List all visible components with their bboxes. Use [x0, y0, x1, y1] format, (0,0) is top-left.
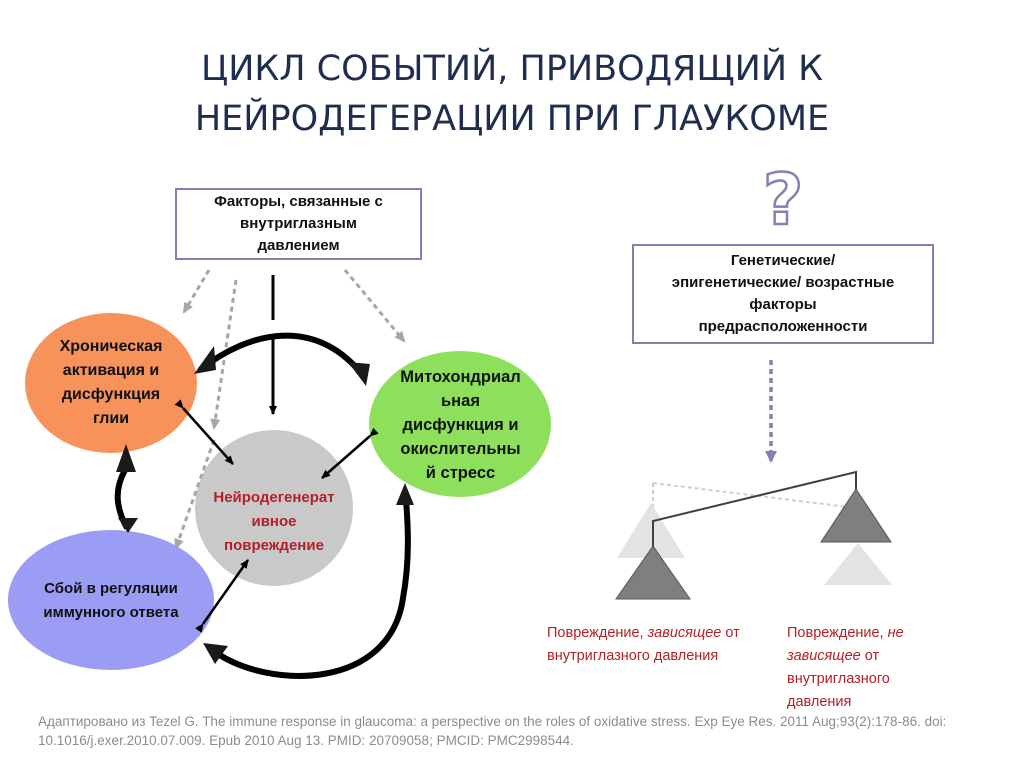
neuro-node [195, 430, 353, 586]
dashed-arrow-to-glia [182, 269, 211, 314]
question-mark-icon: ? [763, 159, 804, 241]
title-line-2: НЕЙРОДЕГЕРАЦИИ ПРИ ГЛАУКОМЕ [194, 99, 830, 139]
glia-line-2: активация и [62, 362, 160, 379]
genetic-line-2: эпигенетические/ возрастные [671, 274, 895, 291]
caption-left-part1: Повреждение, [547, 625, 648, 641]
balance-scale-icon [615, 470, 892, 600]
immune-node [8, 530, 214, 670]
cycle-arrowhead-immune-down [118, 518, 138, 533]
slide-title: ЦИКЛ СОБЫТИЙ, ПРИВОДЯЩИЙ К НЕЙРОДЕГЕРАЦИ… [0, 44, 1024, 144]
caption-left-part2: от внутриглазного давления [547, 625, 740, 664]
genetic-line-4: предрасположенности [698, 318, 868, 335]
caption-iop-dependent: Повреждение, зависящее от внутриглазного… [547, 622, 775, 668]
mito-node [369, 351, 551, 497]
arrow-mito-neuro [321, 427, 379, 479]
scale-ghost-beam [652, 482, 857, 516]
caption-left-italic: зависящее [647, 625, 722, 641]
iop-factors-box: Факторы, связанные с внутриглазным давле… [175, 188, 422, 260]
glia-line-1: Хроническая [59, 338, 163, 355]
genetic-line-1: Генетические/ [730, 252, 836, 269]
arrow-glia-neuro [174, 399, 234, 465]
iop-line-2: внутриглазным [240, 215, 357, 232]
cycle-arrow-bottom [213, 499, 411, 679]
cycle-arrowhead-mito [348, 362, 370, 386]
immune-label: Сбой в регуляции иммунного ответа [8, 576, 214, 626]
mito-line-4: окислительны [400, 440, 521, 458]
scale-triangle-light [820, 488, 892, 543]
immune-line-2: иммунного ответа [43, 604, 179, 621]
scale-ghost-triangle-right [824, 543, 892, 585]
neuro-line-3: повреждение [224, 537, 324, 554]
genetic-line-3: факторы [749, 296, 817, 313]
cycle-arrowhead-mito-up [396, 483, 414, 505]
glia-line-3: дисфункция [61, 386, 161, 403]
cycle-arrowhead-immune [203, 643, 228, 664]
glia-node [25, 313, 197, 453]
dashed-arrow-to-mito [343, 269, 406, 343]
scale-beam [652, 470, 857, 548]
immune-line-1: Сбой в регуляции [44, 580, 178, 597]
glia-line-4: глии [92, 410, 130, 427]
caption-right-italic: не зависящее [787, 625, 904, 664]
mito-line-1: Митохондриал [400, 368, 521, 386]
glia-label: Хроническая активация и дисфункция глии [25, 330, 197, 436]
mito-label: Митохондриал ьная дисфункция и окислител… [370, 364, 551, 486]
mito-line-3: дисфункция и [402, 416, 519, 434]
iop-line-3: давлением [257, 237, 340, 254]
caption-iop-independent: Повреждение, не зависящее от внутриглазн… [787, 622, 952, 714]
arrow-immune-neuro [195, 559, 250, 633]
cycle-arrow-top [198, 332, 363, 374]
iop-line-1: Факторы, связанные с [214, 193, 383, 210]
scale-ghost-triangle-left [617, 503, 685, 558]
mito-line-5: й стресс [425, 464, 496, 482]
caption-right-part2: от внутриглазного давления [787, 648, 890, 710]
source-reference: Адаптировано из Tezel G. The immune resp… [38, 714, 947, 748]
caption-right-part1: Повреждение, [787, 625, 888, 641]
neuro-line-1: Нейродегенерат [213, 489, 335, 506]
scale-triangle-heavy [615, 545, 691, 600]
title-line-1: ЦИКЛ СОБЫТИЙ, ПРИВОДЯЩИЙ К [201, 49, 823, 89]
cycle-arrowhead-glia [194, 346, 216, 374]
cycle-arrowhead-glia-up [116, 444, 136, 472]
mito-line-2: ьная [441, 392, 480, 410]
neuro-label: Нейродегенерат ивное повреждение [195, 484, 353, 560]
neuro-line-2: ивное [251, 513, 297, 530]
genetic-factors-box: Генетические/ эпигенетические/ возрастны… [632, 244, 934, 344]
